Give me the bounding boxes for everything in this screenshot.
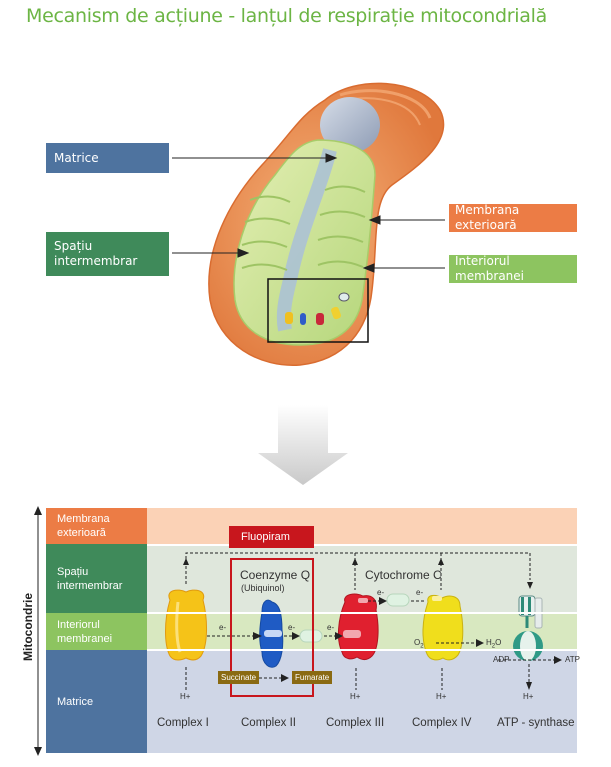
row-label-text: Interiorul (57, 618, 100, 631)
coenzyme-q-highlight-box (230, 558, 314, 697)
complex-ii-mini-icon (300, 313, 306, 325)
complex-iii-label: Complex III (326, 717, 385, 729)
oxygen-symbol: O (414, 638, 421, 647)
row-label-text: exterioară (57, 527, 106, 539)
succinate-tag: Succinate (218, 671, 260, 684)
label-matrice: Matrice (46, 143, 169, 173)
mitochondrion-illustration (172, 82, 445, 366)
mitocondrie-axis-arrow (34, 506, 42, 756)
coenzyme-q-label: Coenzyme Q (240, 568, 311, 582)
matrice-pointer-arrow (172, 153, 338, 163)
row-label-text: Matrice (57, 695, 94, 708)
zoom-region-box (267, 278, 369, 343)
row-label-text: Spațiu (57, 565, 89, 578)
row-separator (147, 544, 577, 546)
atp-synthase-label: ATP - synthase (497, 717, 575, 729)
inner-membrane-shape (233, 139, 376, 346)
cytochrome-c-label: Cytochrome C (365, 568, 442, 582)
label-spatiu-line1: Spațiu (54, 239, 93, 253)
row-label-membrana-exterioara: Membrana exterioară (46, 508, 147, 544)
matrix-head-shape (320, 97, 380, 153)
label-membrana-exterioara: Membrana exterioară (449, 203, 577, 232)
oxygen-label: O2 (414, 638, 424, 650)
ubiquinol-label: (Ubiquinol) (241, 583, 285, 593)
water-subscript: 2 (491, 643, 496, 650)
electron-label: e- (416, 588, 424, 597)
mitocondrie-axis-label: Mitocondrie (21, 593, 35, 661)
row-bg-interiorul-membranei (147, 614, 577, 650)
row-label-text: membranei (57, 632, 113, 645)
complex-iii-mini-icon (316, 313, 324, 325)
complex-ii-label: Complex II (241, 717, 296, 729)
proton-label: H+ (523, 692, 534, 701)
water-label: H2O (486, 638, 501, 650)
row-separator (147, 612, 577, 614)
row-separator (147, 649, 577, 651)
membrana-exterioara-pointer-arrow (368, 215, 445, 225)
row-label-text: intermembrar (57, 579, 123, 592)
proton-label: H+ (436, 692, 447, 701)
adp-label: ADP (493, 655, 510, 664)
interiorul-membranei-pointer-arrow (362, 263, 445, 273)
atp-label: ATP (565, 655, 580, 664)
row-bg-matrice (147, 651, 577, 753)
row-label-text: Membrana (57, 513, 110, 525)
down-arrow-icon (258, 405, 348, 485)
electron-label: e- (219, 623, 227, 632)
electron-label: e- (377, 588, 385, 597)
complex-i-label: Complex I (157, 717, 209, 729)
fluopiram-inhibitor-label: Fluopiram (229, 526, 314, 548)
complex-iv-mini-icon (331, 306, 341, 320)
fumarate-tag: Fumarate (292, 671, 333, 684)
row-bg-spatiu-intermembrar (147, 545, 577, 612)
complex-i-mini-icon (285, 312, 293, 324)
water-o: O (495, 638, 502, 647)
oxygen-subscript: 2 (420, 643, 424, 650)
page-title: Mecanism de acțiune - lanțul de respiraț… (26, 5, 547, 27)
proton-label: H+ (180, 692, 191, 701)
proton-label: H+ (350, 692, 361, 701)
label-spatiu-line2: intermembrar (54, 254, 138, 268)
water-h: H (486, 638, 492, 647)
spatiu-pointer-arrow (172, 248, 250, 258)
row-bg-membrana-exterioara (147, 508, 577, 544)
label-interiorul-membranei: Interiorul membranei (449, 254, 577, 283)
row-label-matrice: Matrice (46, 650, 147, 753)
complex-iv-label: Complex IV (412, 717, 472, 729)
atp-synthase-mini-icon (338, 292, 350, 302)
electron-label: e- (288, 623, 296, 632)
electron-label: e- (327, 623, 335, 632)
